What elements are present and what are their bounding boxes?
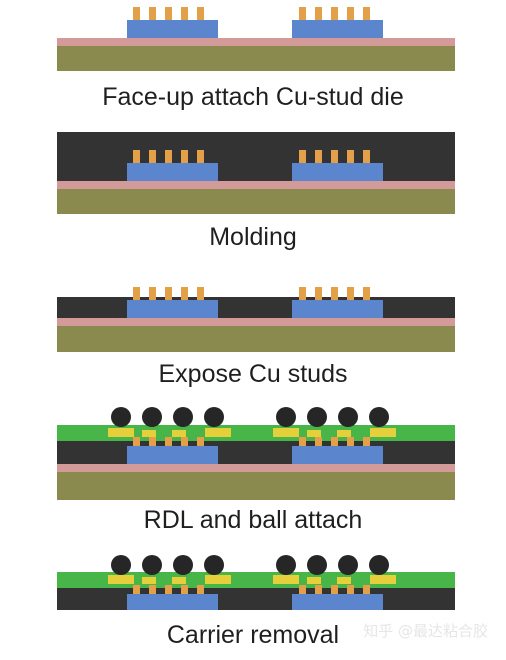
step-4-illustration: [57, 407, 455, 500]
cu-studs: [133, 437, 370, 446]
step-5-illustration: [57, 555, 455, 610]
die-left: [127, 163, 218, 181]
step-1-illustration: [57, 7, 455, 71]
step-3-illustration: [57, 287, 455, 352]
step-4-caption: RDL and ball attach: [144, 506, 363, 534]
die-right: [292, 594, 383, 610]
step-1-caption: Face-up attach Cu-stud die: [102, 83, 404, 111]
mold-compound: [57, 441, 455, 464]
adhesive-layer: [57, 38, 455, 46]
solder-balls: [111, 407, 389, 427]
mold-compound: [57, 588, 455, 610]
die-right: [292, 300, 383, 318]
solder-balls: [111, 555, 389, 575]
adhesive-layer: [57, 181, 455, 189]
step-5-caption: Carrier removal: [167, 621, 339, 649]
die-right: [292, 163, 383, 181]
rdl-pads: [108, 428, 396, 437]
rdl-pads: [108, 575, 396, 584]
cu-studs: [133, 150, 370, 163]
adhesive-layer: [57, 464, 455, 472]
carrier: [57, 188, 455, 214]
watermark: 知乎 @最达粘合胶: [363, 622, 488, 640]
step-2-caption: Molding: [209, 223, 297, 251]
carrier: [57, 472, 455, 500]
adhesive-layer: [57, 318, 455, 326]
step-3-caption: Expose Cu studs: [159, 360, 348, 388]
die-left: [127, 20, 218, 38]
cu-studs: [133, 585, 370, 594]
mold-compound: [57, 297, 455, 318]
carrier: [57, 325, 455, 352]
cu-studs: [133, 287, 370, 300]
die-left: [127, 446, 218, 464]
cu-studs: [133, 7, 370, 20]
rdl-layer: [57, 425, 455, 441]
die-left: [127, 594, 218, 610]
die-left: [127, 300, 218, 318]
mold-compound: [57, 132, 455, 188]
rdl-layer: [57, 572, 455, 588]
carrier: [57, 45, 455, 71]
die-right: [292, 20, 383, 38]
die-right: [292, 446, 383, 464]
step-2-illustration: [57, 132, 455, 214]
